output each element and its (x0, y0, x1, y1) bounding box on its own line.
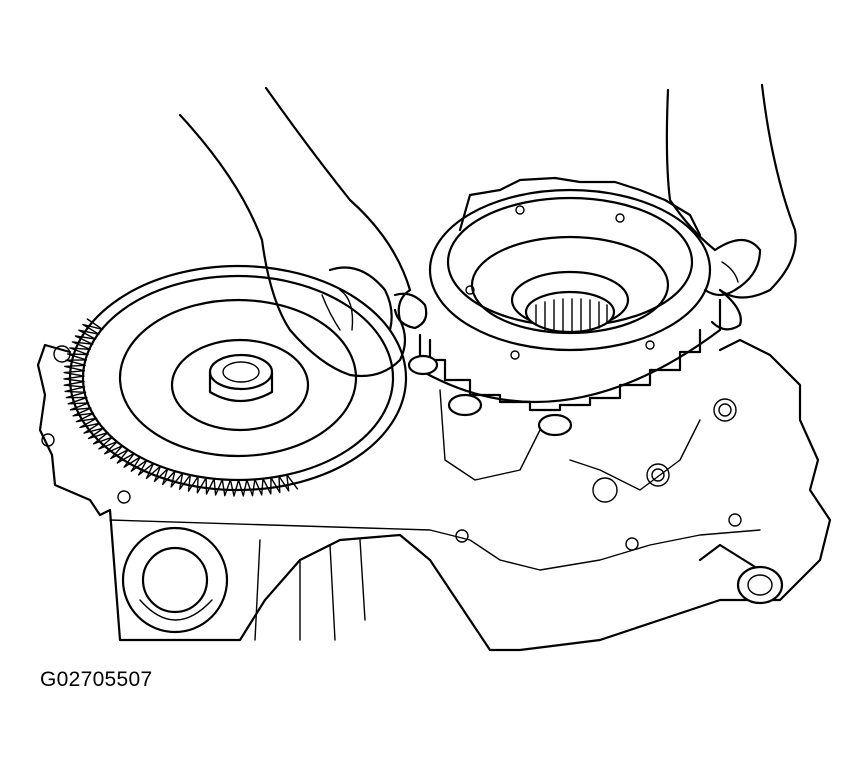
case-bolt-holes (41, 345, 742, 551)
right-hand (665, 83, 797, 331)
figure-code: G02705507 (40, 668, 153, 691)
clutch-drum (418, 176, 722, 412)
ring-gear (63, 264, 408, 497)
differential-hub (170, 338, 310, 432)
output-shaft (698, 543, 784, 605)
oil-seal (121, 526, 229, 634)
valve-body-bosses (407, 354, 701, 491)
transmission-case (36, 338, 832, 652)
left-hand (178, 86, 428, 378)
